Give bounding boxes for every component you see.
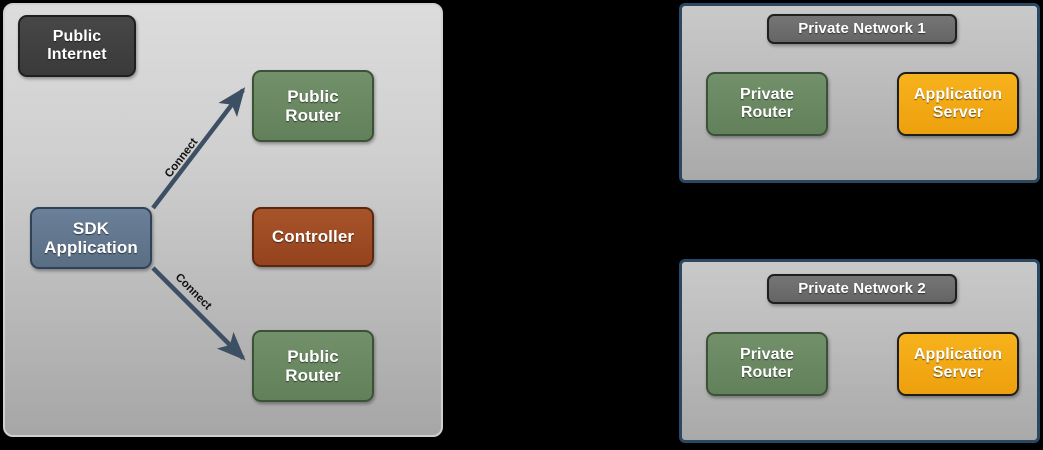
node-controller[interactable]: Controller	[252, 207, 374, 267]
node-private-router-2[interactable]: Private Router	[706, 332, 828, 396]
node-public-router-top[interactable]: Public Router	[252, 70, 374, 142]
private-network-1-title: Private Network 1	[767, 14, 957, 44]
node-sdk-application[interactable]: SDK Application	[30, 207, 152, 269]
node-private-router-1[interactable]: Private Router	[706, 72, 828, 136]
node-application-server-1[interactable]: Application Server	[897, 72, 1019, 136]
node-public-router-bottom[interactable]: Public Router	[252, 330, 374, 402]
public-internet-panel: Public Internet Public Router Controller…	[3, 3, 443, 437]
private-network-1-panel: Private Network 1 Private Router Applica…	[679, 3, 1040, 183]
node-application-server-2[interactable]: Application Server	[897, 332, 1019, 396]
public-internet-label-box: Public Internet	[18, 15, 136, 77]
private-network-2-title: Private Network 2	[767, 274, 957, 304]
private-network-2-panel: Private Network 2 Private Router Applica…	[679, 259, 1040, 443]
